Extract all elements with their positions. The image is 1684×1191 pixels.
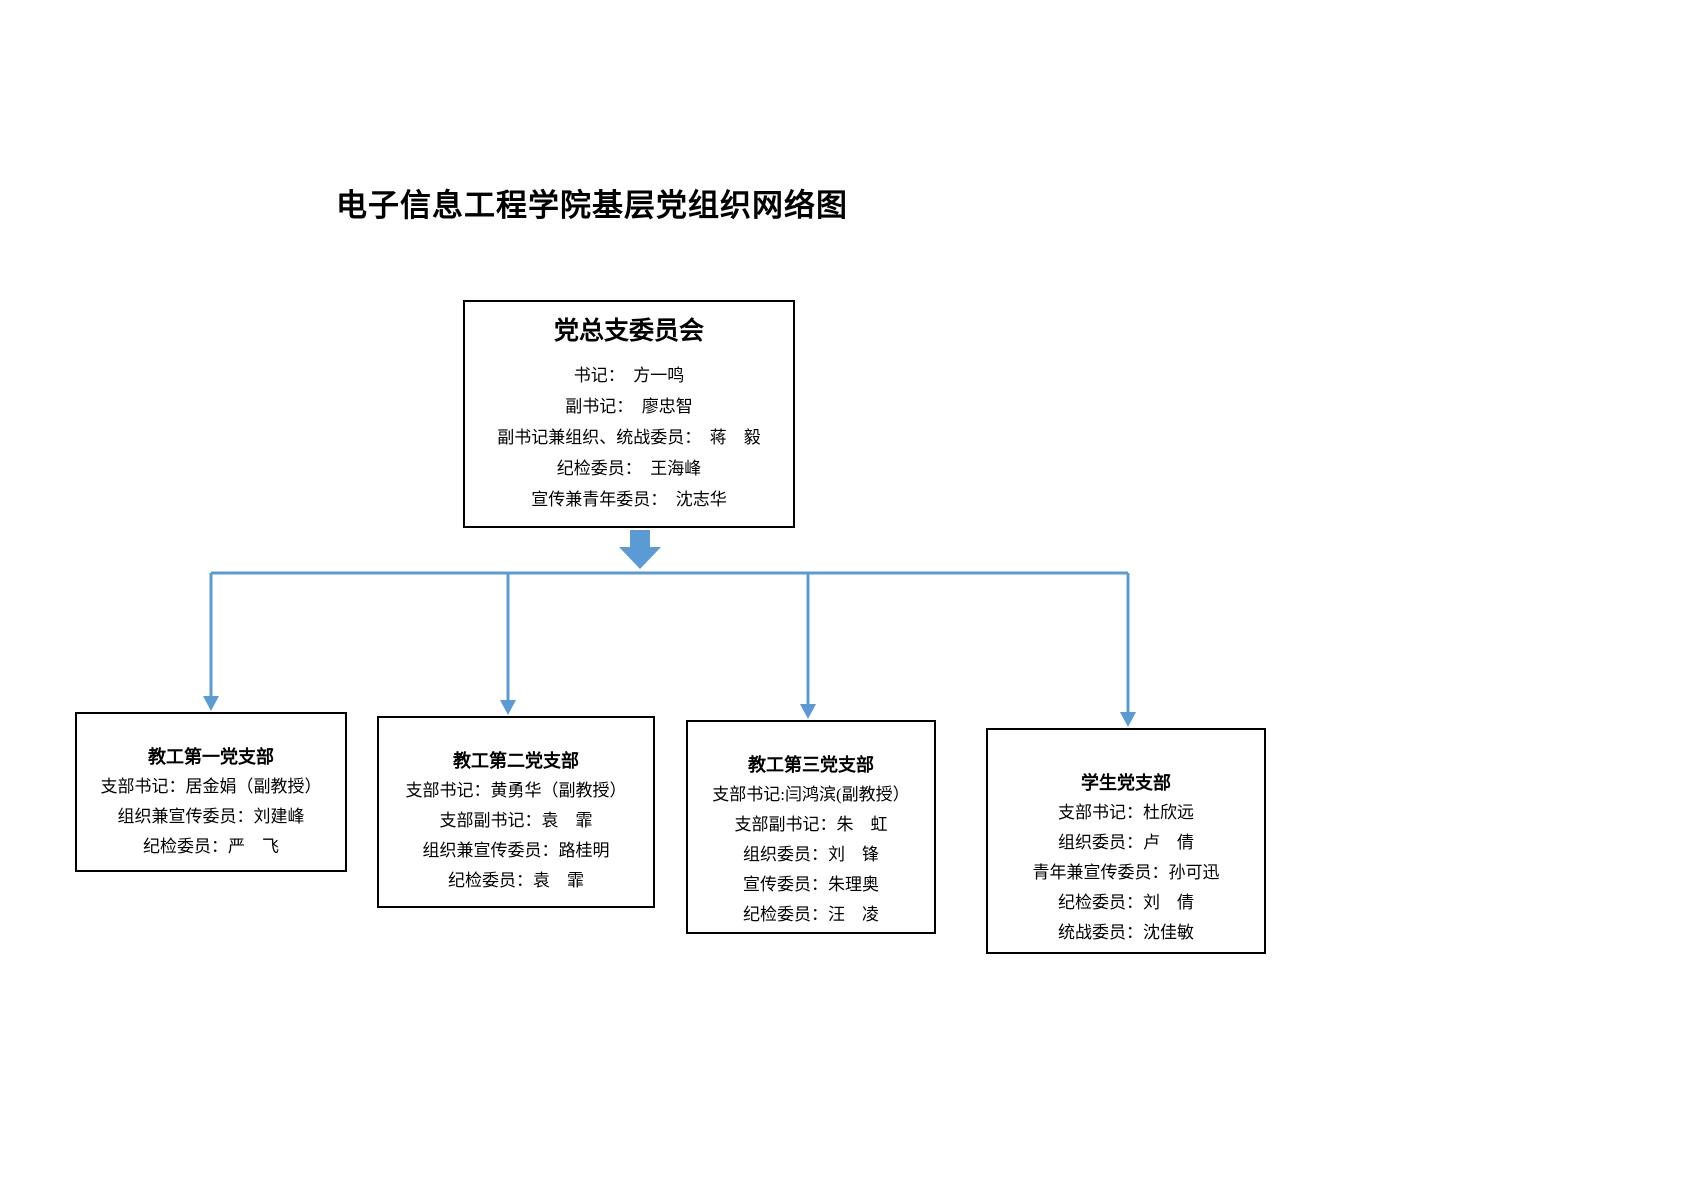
branch-3-member: 支部副书记：朱 虹 [734, 815, 888, 834]
committee-title: 党总支委员会 [553, 318, 704, 345]
branch-2-member: 纪检委员：袁 霏 [448, 871, 584, 890]
committee-member: 副书记兼组织、统战委员： 蒋 毅 [497, 428, 761, 447]
branch-1-member: 组织兼宣传委员：刘建峰 [117, 807, 305, 826]
branch-box-4: 学生党支部 支部书记：杜欣远 组织委员：卢 倩 青年兼宣传委员：孙可迅 纪检委员… [986, 728, 1266, 954]
branch-box-1: 教工第一党支部 支部书记：居金娟（副教授） 组织兼宣传委员：刘建峰 纪检委员：严… [75, 712, 347, 872]
branch-4-member: 青年兼宣传委员：孙可迅 [1032, 863, 1220, 882]
branch-4-member: 纪检委员：刘 倩 [1058, 893, 1194, 912]
branch-3-arrowhead-icon [800, 704, 816, 719]
main-flow-arrow-icon [619, 530, 661, 569]
branch-4-member: 统战委员：沈佳敏 [1058, 923, 1194, 942]
branch-2-member: 支部副书记：袁 霏 [439, 811, 593, 830]
branch-box-2: 教工第二党支部 支部书记：黄勇华（副教授） 支部副书记：袁 霏 组织兼宣传委员：… [377, 716, 655, 908]
branch-3-member: 支部书记:闫鸿滨(副教授） [712, 785, 910, 804]
branch-1-member: 支部书记：居金娟（副教授） [100, 777, 322, 796]
branch-4-member: 支部书记：杜欣远 [1058, 803, 1194, 822]
branch-2-member: 组织兼宣传委员：路桂明 [422, 841, 610, 860]
branch-2-arrowhead-icon [500, 700, 516, 715]
branch-3-member: 纪检委员：汪 凌 [743, 905, 879, 924]
branch-1-member: 纪检委员：严 飞 [143, 837, 279, 856]
branch-2-member: 支部书记：黄勇华（副教授） [405, 781, 627, 800]
branch-3-member: 宣传委员：朱理奥 [743, 875, 879, 894]
committee-member: 宣传兼青年委员： 沈志华 [531, 490, 727, 509]
branch-1-title: 教工第一党支部 [148, 747, 274, 767]
branch-3-member: 组织委员：刘 锋 [743, 845, 879, 864]
committee-member: 副书记： 廖忠智 [565, 397, 693, 416]
branch-4-member: 组织委员：卢 倩 [1058, 833, 1194, 852]
branch-box-3: 教工第三党支部 支部书记:闫鸿滨(副教授） 支部副书记：朱 虹 组织委员：刘 锋… [686, 720, 936, 934]
page-title: 电子信息工程学院基层党组织网络图 [336, 188, 848, 223]
branch-1-arrowhead-icon [203, 696, 219, 711]
branch-4-title: 学生党支部 [1081, 773, 1171, 793]
committee-member: 书记： 方一鸣 [573, 366, 685, 385]
committee-box: 党总支委员会 书记： 方一鸣 副书记： 廖忠智 副书记兼组织、统战委员： 蒋 毅… [463, 300, 795, 528]
branch-4-arrowhead-icon [1120, 712, 1136, 727]
branch-3-title: 教工第三党支部 [748, 755, 874, 775]
branch-2-title: 教工第二党支部 [453, 751, 579, 771]
committee-member: 纪检委员： 王海峰 [556, 459, 702, 478]
